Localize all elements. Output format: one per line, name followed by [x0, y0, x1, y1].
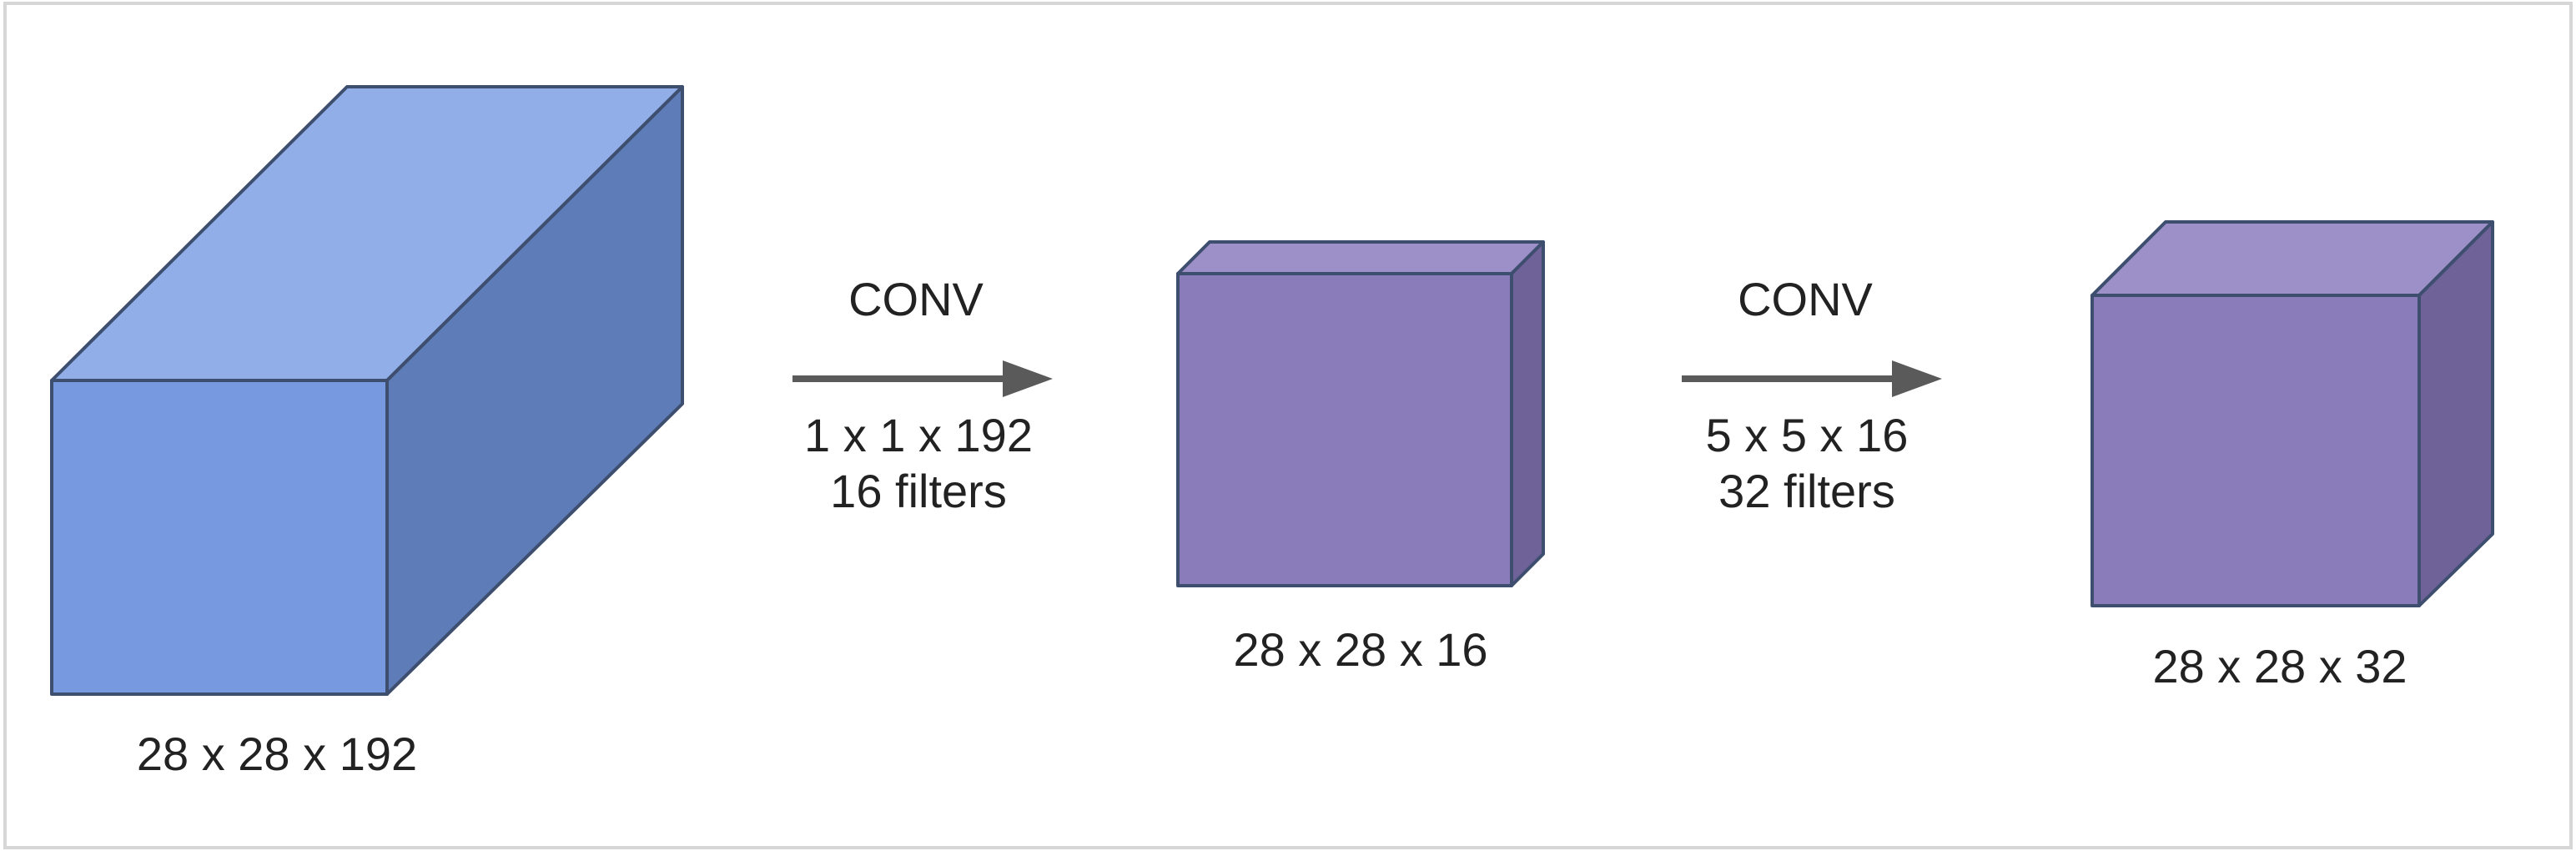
conv-2-filters: 32 filters [1718, 465, 1895, 517]
conv-1-arrow-head [1003, 360, 1053, 397]
conv-1-kernel: 1 x 1 x 192 [804, 409, 1033, 461]
conv-step-2: CONV 5 x 5 x 16 32 filters [1682, 273, 1942, 517]
block-input-front [50, 379, 389, 696]
block-middle-top [1176, 240, 1545, 275]
block-middle-side [1510, 240, 1545, 587]
conv-step-1: CONV 1 x 1 x 192 16 filters [792, 273, 1053, 517]
block-input-label: 28 x 28 x 192 [137, 728, 417, 780]
block-middle-label: 28 x 28 x 16 [1233, 623, 1487, 676]
block-middle-front [1176, 272, 1513, 587]
conv-2-kernel: 5 x 5 x 16 [1706, 409, 1909, 461]
conv-1-title: CONV [848, 273, 984, 325]
block-output-label: 28 x 28 x 32 [2152, 640, 2407, 692]
block-input: 28 x 28 x 192 [50, 85, 684, 780]
conv-1-filters: 16 filters [830, 465, 1007, 517]
block-middle: 28 x 28 x 16 [1176, 240, 1545, 676]
block-output-front [2090, 294, 2421, 607]
conv-2-title: CONV [1738, 273, 1873, 325]
conv-2-arrow-head [1892, 360, 1942, 397]
block-output: 28 x 28 x 32 [2090, 220, 2494, 692]
